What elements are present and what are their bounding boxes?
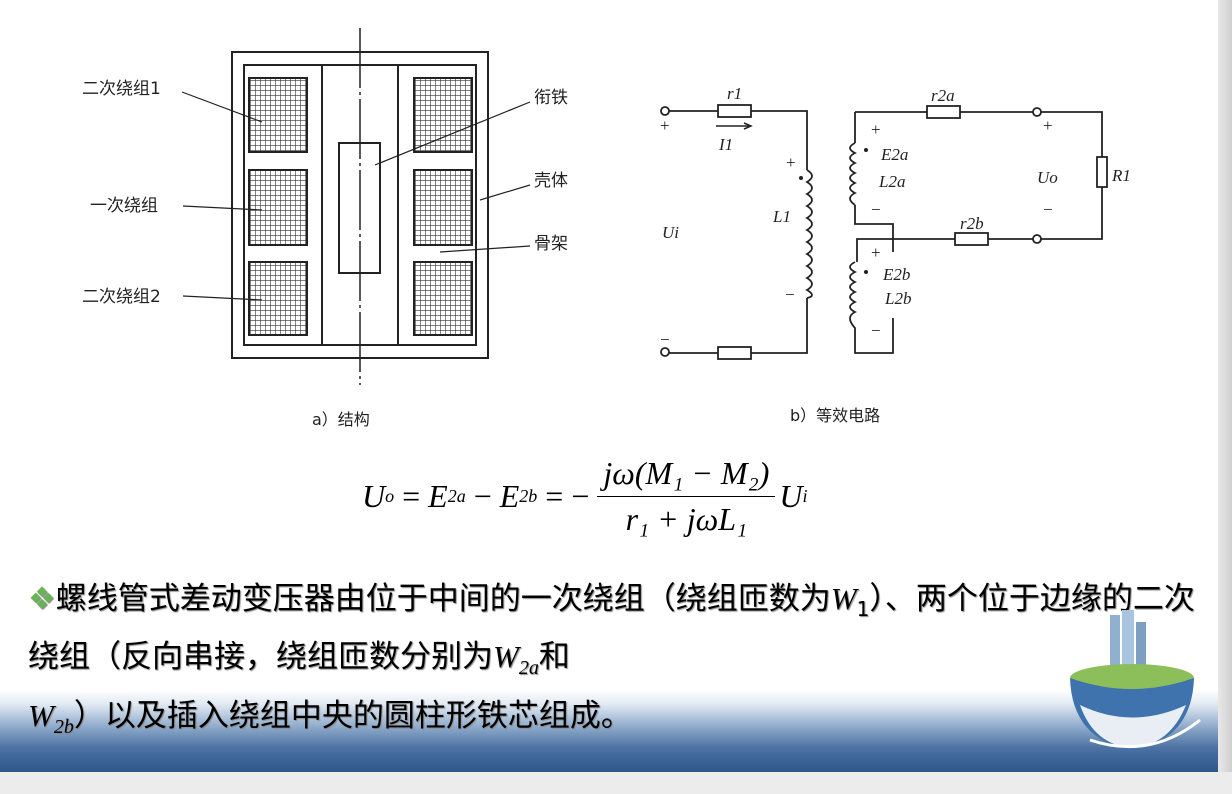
minus-sign: −	[785, 285, 795, 304]
sub: 2a	[518, 657, 539, 680]
minus-sign: −	[871, 321, 881, 340]
label-L1: L1	[772, 207, 791, 226]
structure-labels: 二次绕组1 一次绕组 二次绕组2 衔铁 壳体 骨架 a）结构	[82, 79, 568, 429]
diamond-bullet-icon: ❖	[28, 581, 56, 617]
caption-a: a）结构	[312, 410, 370, 429]
formula-numerator: jω(M₁ − M₂)	[597, 455, 776, 497]
plus-sign: +	[786, 153, 796, 172]
description-paragraph: ❖螺线管式差动变压器由位于中间的一次绕组（绕组匝数为W1）、两个位于边缘的二次绕…	[28, 575, 1208, 752]
diagrams: 二次绕组1 一次绕组 二次绕组2 衔铁 壳体 骨架 a）结构	[82, 28, 1131, 429]
plus-sign: +	[1043, 116, 1053, 135]
label-E2a: E2a	[880, 145, 908, 164]
formula-sub: 2b	[519, 486, 538, 506]
symbol-w1: W	[830, 581, 857, 616]
label-I1: I1	[718, 135, 733, 154]
label-r2b: r2b	[960, 214, 984, 233]
slide: 二次绕组1 一次绕组 二次绕组2 衔铁 壳体 骨架 a）结构	[0, 28, 1218, 772]
label-L2b: L2b	[884, 289, 911, 308]
formula-e2b: E	[499, 478, 520, 514]
label-r1: r1	[727, 84, 742, 103]
label-secondary-winding-2: 二次绕组2	[82, 287, 161, 307]
circuit-labels: r1 I1 Ui L1 r2a E2a L2a r2b E2b L2b Uo R…	[660, 84, 1131, 425]
coil-grids	[248, 77, 473, 336]
formula-uo: U	[362, 478, 386, 514]
equivalent-circuit	[660, 104, 1108, 360]
formula-e2a: E	[428, 478, 448, 514]
formula-sub: 2a	[447, 486, 466, 506]
label-primary-winding: 一次绕组	[90, 196, 158, 216]
sub: 2b	[53, 716, 74, 739]
text: ）以及插入绕组中央的圆柱形铁芯组成。	[73, 698, 632, 735]
plus-sign: +	[871, 243, 881, 262]
structure-diagram	[181, 28, 531, 385]
label-L2a: L2a	[878, 172, 905, 191]
plus-sign: +	[871, 120, 881, 139]
formula-sub: i	[802, 486, 808, 506]
sub: 1	[856, 597, 870, 622]
symbol-w2a: W	[493, 639, 519, 675]
formula-sub: o	[385, 486, 395, 506]
minus-sign: −	[660, 330, 670, 349]
caption-b: b）等效电路	[790, 406, 880, 425]
symbol-w2b: W	[28, 698, 54, 734]
label-r2a: r2a	[931, 86, 955, 105]
text: ）、两个位于边缘的二次绕组（反向串接，绕组匝数分别为	[28, 581, 1195, 676]
sea-background	[0, 690, 1218, 772]
label-R1: R1	[1111, 166, 1131, 185]
globe-city-decoration	[1070, 610, 1201, 750]
label-bobbin: 骨架	[534, 234, 568, 254]
formula-fraction: jω(M₁ − M₂) r₁ + jωL₁	[597, 455, 776, 538]
plus-sign: +	[660, 116, 670, 135]
formula-ui: U	[779, 478, 803, 514]
text: 和	[538, 639, 570, 676]
bottom-edge	[0, 772, 1232, 794]
label-E2b: E2b	[882, 265, 910, 284]
formula-denominator: r₁ + jωL₁	[625, 501, 748, 537]
label-Ui: Ui	[662, 223, 679, 242]
label-secondary-winding-1: 二次绕组1	[82, 79, 161, 99]
text: 螺线管式差动变压器由位于中间的一次绕组（绕组匝数为	[55, 581, 831, 617]
label-armature: 衔铁	[534, 88, 568, 108]
right-edge	[1218, 0, 1232, 794]
label-housing: 壳体	[534, 171, 568, 191]
minus-sign: −	[871, 200, 881, 219]
label-Uo: Uo	[1037, 168, 1058, 187]
minus-sign: −	[1043, 200, 1053, 219]
